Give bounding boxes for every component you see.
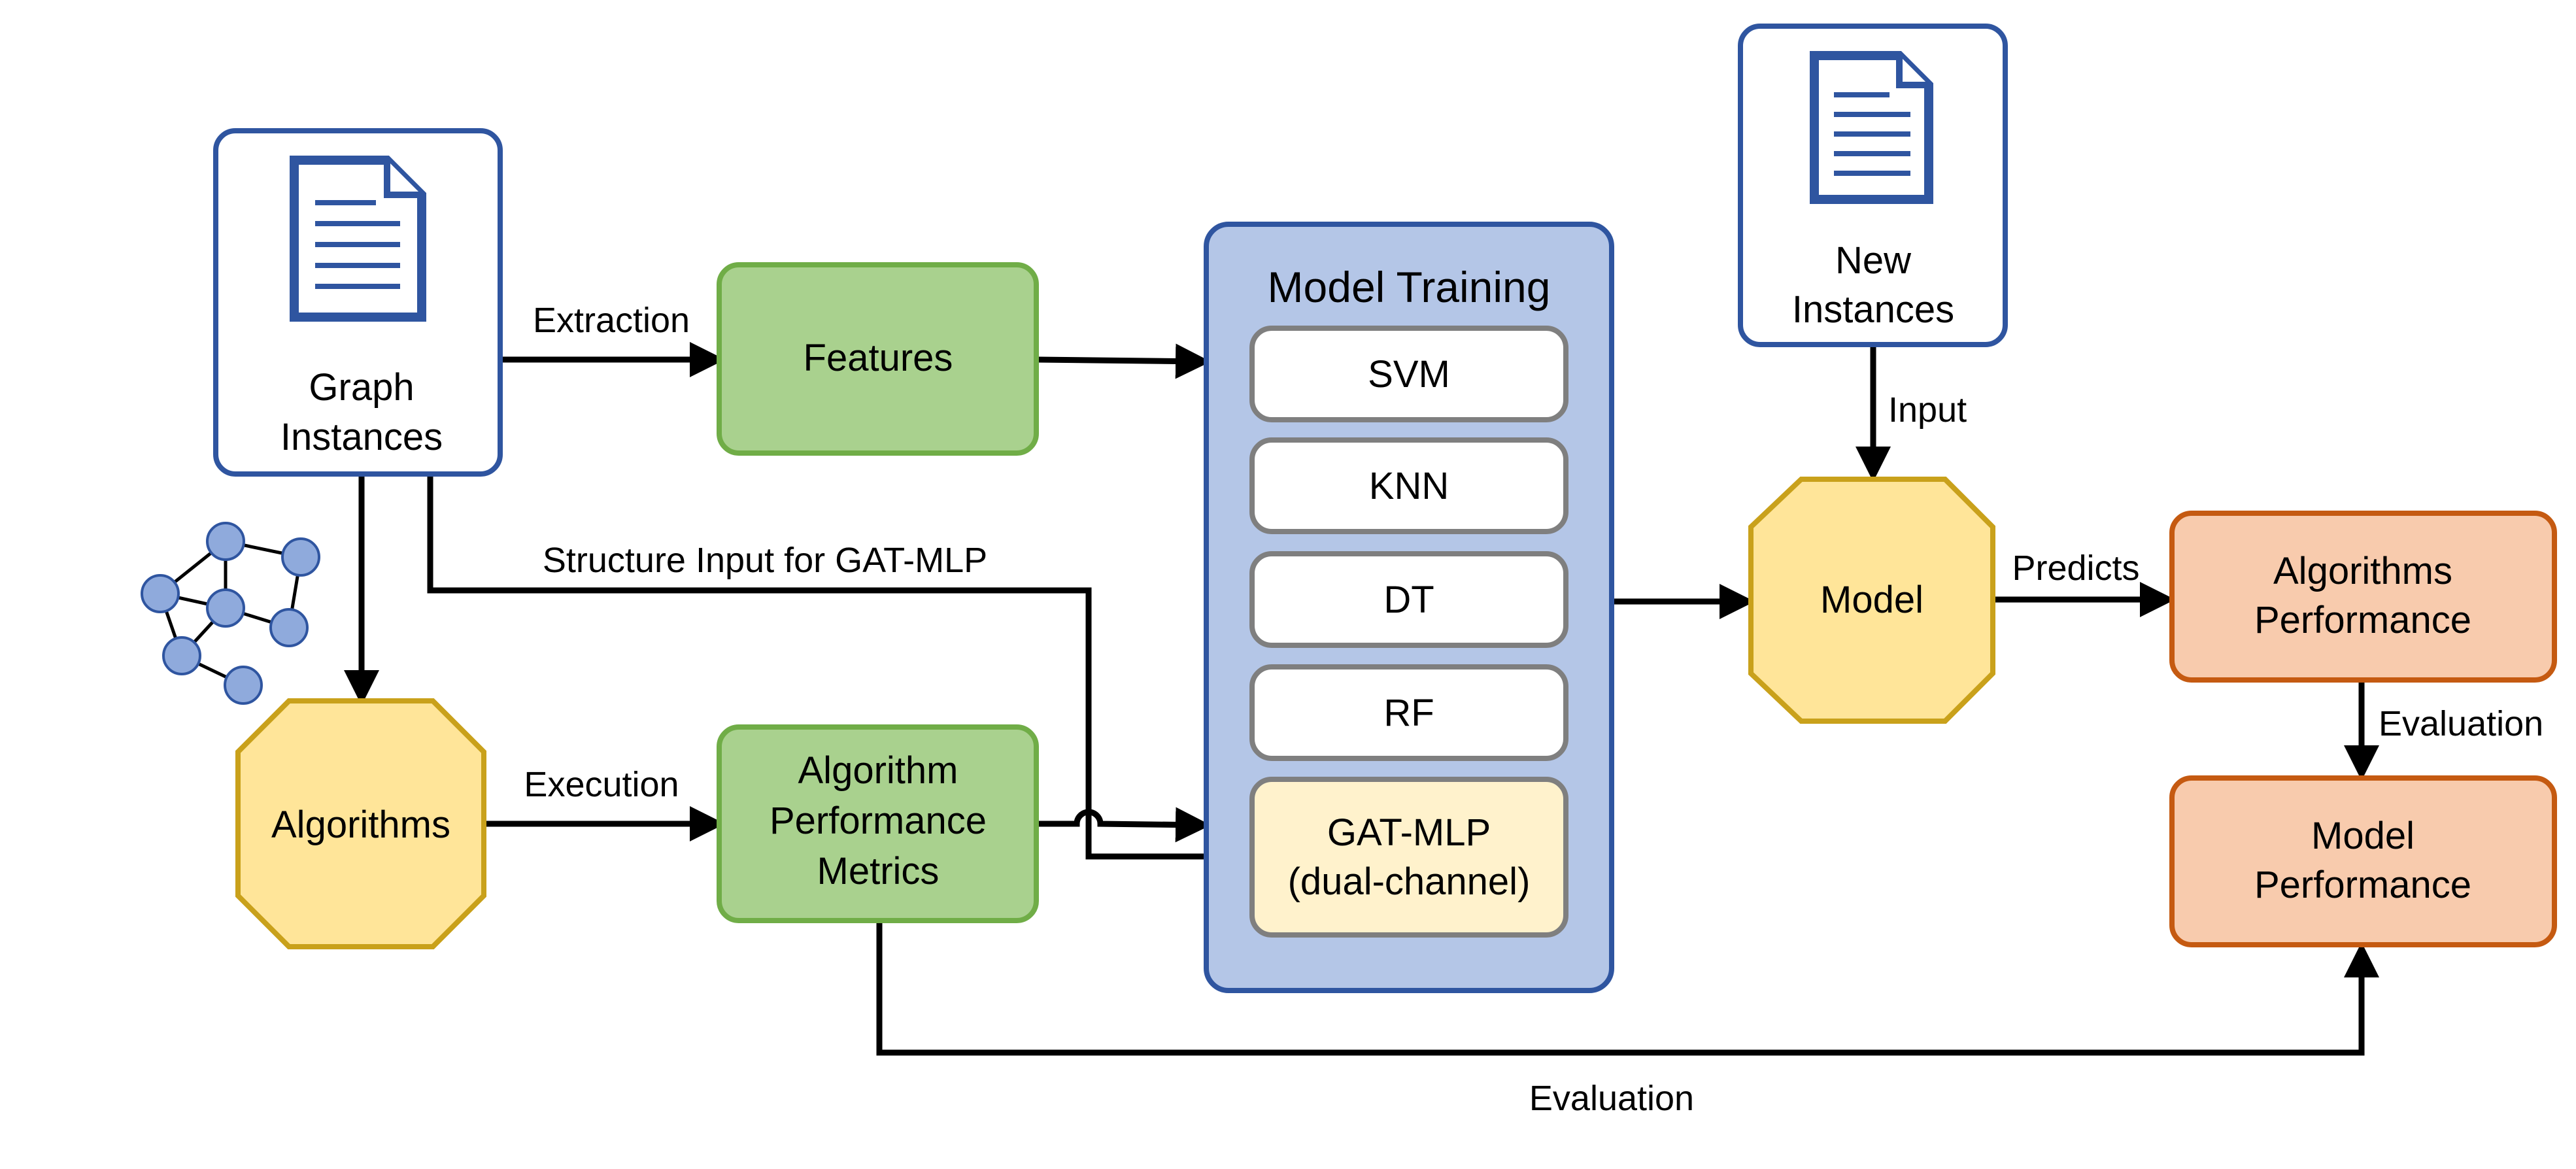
- model-item-knn: [1249, 437, 1568, 534]
- features-node: Features: [717, 262, 1039, 456]
- algorithms-node: Algorithms: [235, 698, 486, 949]
- model-performance-box: [2169, 775, 2557, 947]
- algorithms-performance-line1: Algorithms: [2273, 550, 2452, 592]
- edge-structure-input: [427, 474, 1257, 874]
- metrics-box: [717, 724, 1039, 923]
- model-item-knn-label: KNN: [1369, 465, 1449, 507]
- edge-features-to-training: [1036, 343, 1211, 379]
- new-instances-line1: New: [1835, 239, 1912, 282]
- algorithms-performance-node: Algorithms Performance: [2169, 511, 2557, 683]
- graph-instances-node: Graph Instances: [213, 128, 503, 477]
- graph-instances-line1: Graph: [309, 366, 414, 409]
- model-item-svm-label: SVM: [1368, 353, 1450, 396]
- new-instances-line2: Instances: [1792, 288, 1954, 331]
- label-evaluation-bottom: Evaluation: [1529, 1079, 1694, 1118]
- metrics-line2: Performance: [770, 800, 987, 842]
- model-training-panel: Model Training SVM KNN DT RF GAT-MLP (du…: [1204, 222, 1614, 993]
- label-evaluation-right: Evaluation: [2379, 704, 2543, 743]
- label-input: Input: [1888, 390, 1967, 430]
- model-octagon: [1748, 477, 1995, 724]
- model-training-title: Model Training: [1268, 263, 1551, 311]
- model-performance-node: Model Performance: [2169, 775, 2557, 947]
- edge-metrics-to-gat: [1036, 807, 1211, 843]
- gat-mlp-line2: (dual-channel): [1288, 860, 1531, 903]
- metrics-line3: Metrics: [817, 850, 940, 892]
- edge-labels: Extraction Structure Input for GAT-MLP E…: [524, 301, 2543, 1118]
- algorithm-performance-metrics-node: Algorithm Performance Metrics: [717, 724, 1039, 923]
- label-structure-input: Structure Input for GAT-MLP: [543, 541, 987, 580]
- model-item-dt: [1249, 551, 1568, 648]
- algorithms-performance-box: [2169, 511, 2557, 683]
- algorithms-octagon: [235, 698, 486, 949]
- graph-network-icon: [141, 522, 320, 705]
- model-item-rf-label: RF: [1383, 692, 1434, 734]
- model-performance-line2: Performance: [2254, 864, 2471, 906]
- document-icon: [1810, 51, 1933, 204]
- metrics-line1: Algorithm: [798, 749, 958, 792]
- model-performance-line1: Model: [2311, 815, 2415, 857]
- label-predicts: Predicts: [2012, 549, 2139, 588]
- model-node: Model: [1748, 477, 1995, 724]
- new-instances-node: New Instances: [1738, 24, 2008, 347]
- label-extraction: Extraction: [533, 301, 690, 340]
- model-label: Model: [1820, 579, 1924, 621]
- model-item-dt-label: DT: [1383, 579, 1434, 621]
- document-icon: [290, 156, 426, 322]
- algorithms-performance-line2: Performance: [2254, 599, 2471, 641]
- edge-evaluation-bottom: [876, 921, 2379, 1056]
- features-label: Features: [804, 337, 953, 379]
- algorithms-label: Algorithms: [271, 804, 450, 846]
- model-item-svm: [1249, 326, 1568, 422]
- gat-mlp-line1: GAT-MLP: [1327, 811, 1491, 854]
- model-item-rf: [1249, 664, 1568, 761]
- edges: [344, 342, 2379, 1056]
- graph-instances-line2: Instances: [280, 416, 443, 458]
- label-execution: Execution: [524, 765, 679, 804]
- features-box: [717, 262, 1039, 456]
- model-item-gat-mlp: [1249, 777, 1568, 938]
